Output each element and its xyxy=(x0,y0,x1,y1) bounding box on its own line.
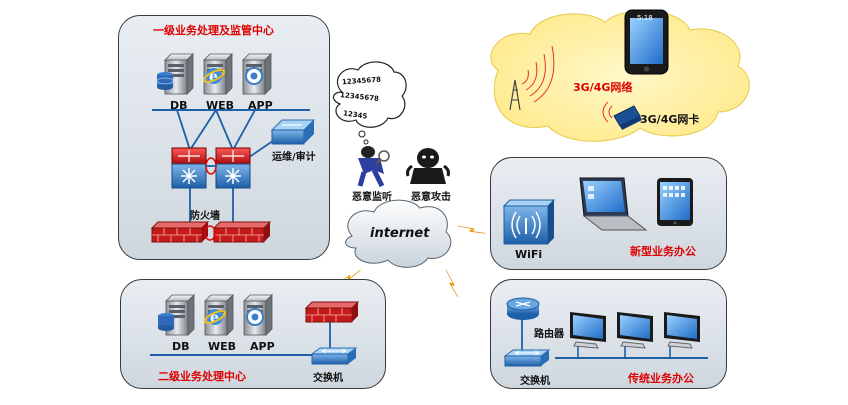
router-label: 路由器 xyxy=(534,329,564,340)
primary-center-title: 一级业务处理及监管中心 xyxy=(153,24,274,37)
firewall-label: 防火墙 xyxy=(190,211,220,222)
secondary-db-label: DB xyxy=(172,340,190,353)
smartphone-icon xyxy=(624,9,669,75)
usb-modem-icon xyxy=(602,101,642,130)
wifi-label: WiFi xyxy=(515,248,543,261)
primary-web-label: WEB xyxy=(206,99,235,112)
internet-label: internet xyxy=(370,226,430,241)
lightning-link-right xyxy=(456,219,486,240)
eavesdrop-label: 恶意监听 xyxy=(352,192,392,203)
mobile-card-label: 3G/4G网卡 xyxy=(640,113,700,126)
internet-cloud xyxy=(345,199,452,268)
primary-center-panel xyxy=(118,15,330,260)
secondary-switch-label: 交换机 xyxy=(313,373,343,384)
mobile-network-cloud xyxy=(490,10,750,142)
secondary-center-title: 二级业务处理中心 xyxy=(158,370,246,383)
new-office-title: 新型业务办公 xyxy=(630,245,696,258)
primary-app-label: APP xyxy=(248,99,273,112)
cell-tower-icon xyxy=(509,45,555,111)
phone-time: 5:18 xyxy=(637,14,653,22)
secondary-app-label: APP xyxy=(250,340,275,353)
traditional-office-title: 传统业务办公 xyxy=(628,372,694,385)
office-switch-label: 交换机 xyxy=(520,376,550,387)
mobile-network-label: 3G/4G网络 xyxy=(573,81,633,94)
secondary-web-label: WEB xyxy=(208,340,237,353)
ops-audit-label: 运维/审计 xyxy=(272,152,316,163)
attack-label: 恶意攻击 xyxy=(411,192,451,203)
primary-db-label: DB xyxy=(170,99,188,112)
lightning-link-bottomright xyxy=(437,269,467,298)
